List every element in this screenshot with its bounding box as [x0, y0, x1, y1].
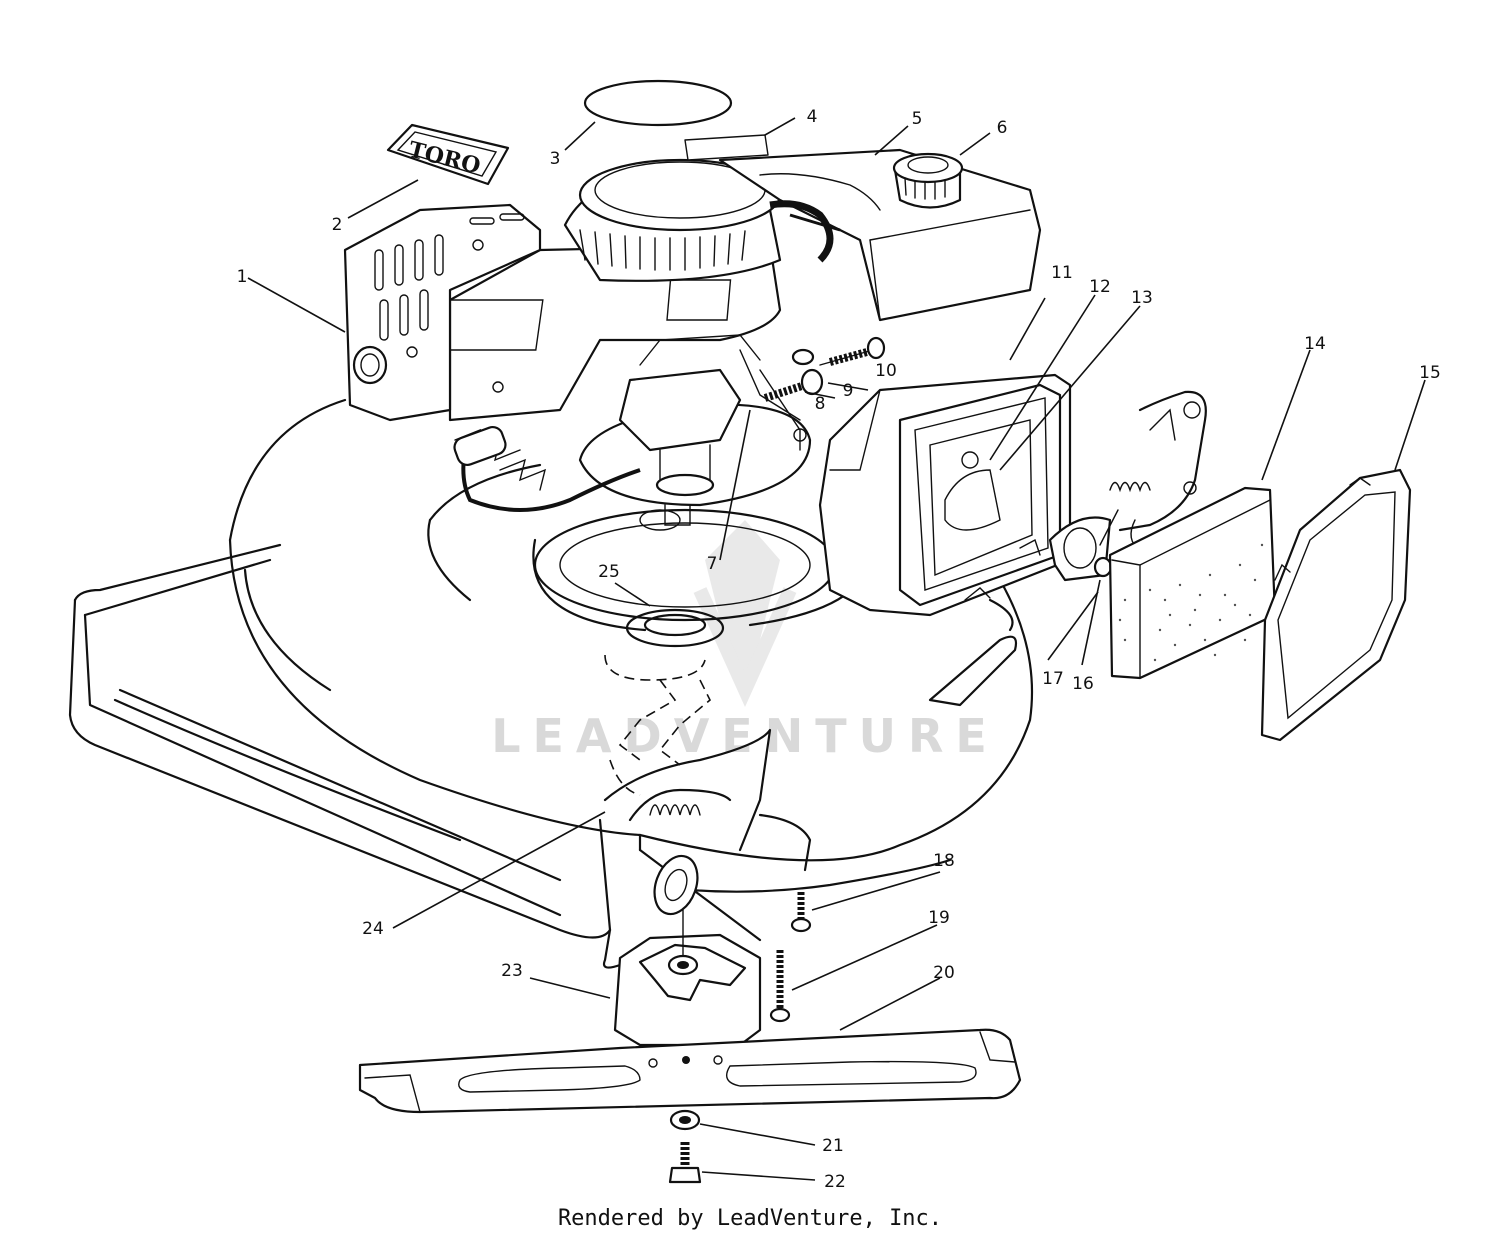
deck-cone: [653, 854, 699, 916]
mower-deck: [68, 398, 1034, 969]
washer-and-bolt: [668, 1109, 702, 1184]
callout-21: 21: [822, 1136, 844, 1156]
callout-1: 1: [237, 267, 248, 287]
watermark: LEADVENTURE: [491, 520, 999, 763]
callout-18: 18: [933, 851, 955, 871]
bolts-8-9-10: [763, 336, 886, 402]
engine-mount-outline: [533, 508, 837, 622]
callout-7: 7: [707, 554, 718, 574]
mower-blade: [358, 1028, 1022, 1114]
bolts-18-19: [769, 892, 812, 1023]
callout-24: 24: [362, 919, 384, 939]
callout-8: 8: [815, 394, 826, 414]
decal-label: [684, 134, 769, 161]
blade-adapter: [613, 909, 762, 1047]
foam-filter: [1108, 486, 1277, 680]
air-cleaner-cover: [1260, 468, 1412, 742]
watermark-text: LEADVENTURE: [491, 709, 999, 763]
callout-16: 16: [1072, 674, 1094, 694]
callout-13: 13: [1131, 288, 1153, 308]
engine: [343, 148, 1042, 531]
toro-logo-plate: TORO: [386, 123, 510, 186]
deck-bracket: [1109, 390, 1207, 551]
callout-17: 17: [1042, 669, 1064, 689]
callout-25: 25: [598, 562, 620, 582]
callout-20: 20: [933, 963, 955, 983]
callout-19: 19: [928, 908, 950, 928]
callout-12: 12: [1089, 277, 1111, 297]
callout-10: 10: [875, 361, 897, 381]
callout-numbers: 1 2 3 4 5 6 7 8 9 10 11 12 13 14 15 16 1…: [237, 107, 1441, 1192]
callout-6: 6: [997, 118, 1008, 138]
callout-9: 9: [843, 381, 854, 401]
crankshaft-path: [603, 608, 772, 852]
gasket-ring: [583, 79, 733, 127]
leader-lines: [247, 117, 1426, 1181]
callout-22: 22: [824, 1172, 846, 1192]
callout-23: 23: [501, 961, 523, 981]
callout-2: 2: [332, 215, 343, 235]
callout-11: 11: [1051, 263, 1073, 283]
callout-3: 3: [550, 149, 561, 169]
air-cleaner-body: [818, 373, 1072, 617]
callout-4: 4: [807, 107, 818, 127]
air-filter-gasket: [1048, 509, 1119, 582]
callout-5: 5: [912, 109, 923, 129]
callout-15: 15: [1419, 363, 1441, 383]
callout-14: 14: [1304, 334, 1326, 354]
footer-credit: Rendered by LeadVenture, Inc.: [558, 1206, 942, 1231]
